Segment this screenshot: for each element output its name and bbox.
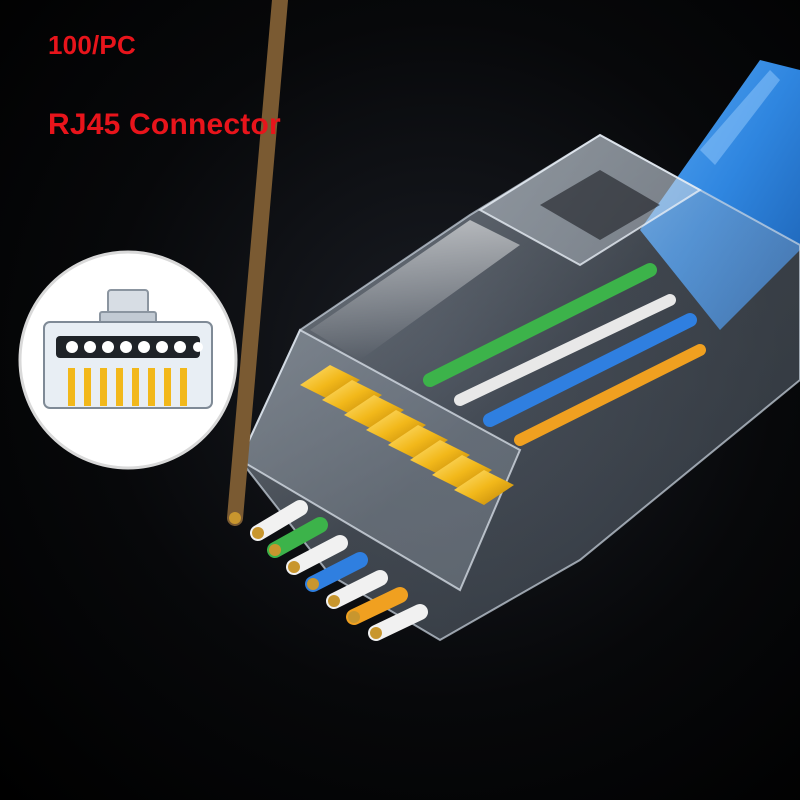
quantity-label: 100/PC: [48, 30, 136, 60]
rj45-front-view-icon: [18, 250, 238, 470]
product-title: RJ45 Connector: [48, 108, 281, 141]
gold-contacts: [300, 365, 514, 505]
latch-slot: [540, 170, 660, 240]
plastic-sheen: [310, 220, 520, 360]
connector-front-face: [238, 328, 522, 592]
inner-wires: [423, 263, 706, 446]
wire-ends: [227, 0, 428, 641]
cable-highlight: [700, 70, 780, 165]
